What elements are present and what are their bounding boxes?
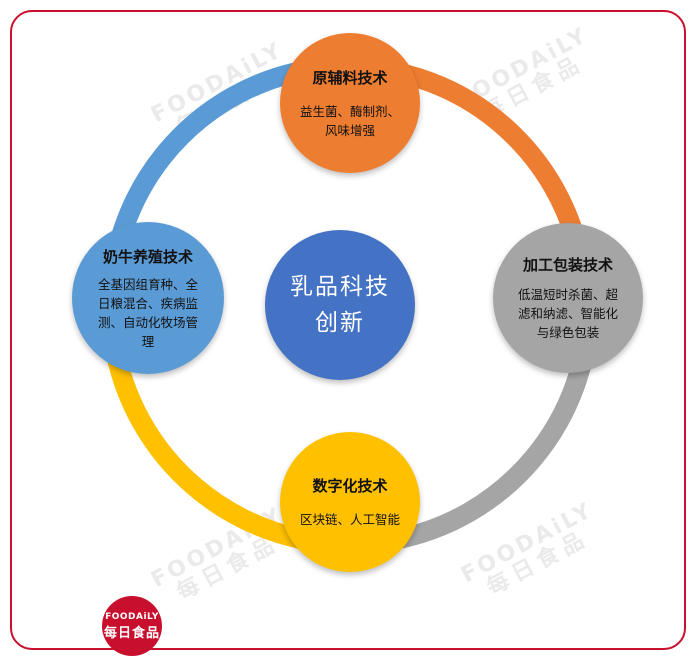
node-description: 低温短时杀菌、超 滤和纳滤、智能化 与绿色包装 (517, 287, 618, 340)
center-label-line2: 创新 (315, 310, 365, 336)
node-description: 益生菌、酶制剂、 风味增强 (299, 103, 400, 138)
node-dairy-farming: 奶牛养殖技术 全基因组育种、全 日粮混合、疾病监 测、自动化牧场管 理 (72, 222, 224, 374)
node-title: 奶牛养殖技术 (102, 247, 193, 266)
foodaily-logo: FOODAiLY 每日食品 (102, 596, 162, 656)
node-title: 数字化技术 (312, 477, 388, 495)
node-description: 全基因组育种、全 日粮混合、疾病监 测、自动化牧场管 理 (97, 276, 198, 349)
center-label-line1: 乳品科技 (290, 274, 390, 300)
node-description: 区块链、人工智能 (299, 512, 400, 527)
node-digital: 数字化技术 区块链、人工智能 (280, 432, 420, 572)
node-processing-packaging: 加工包装技术 低温短时杀菌、超 滤和纳滤、智能化 与绿色包装 (493, 223, 643, 373)
diagram-frame (10, 10, 686, 650)
center-circle: 乳品科技 创新 (265, 230, 415, 380)
node-title: 原辅料技术 (312, 68, 388, 87)
node-title: 加工包装技术 (522, 256, 613, 274)
node-raw-materials: 原辅料技术 益生菌、酶制剂、 风味增强 (280, 33, 420, 173)
